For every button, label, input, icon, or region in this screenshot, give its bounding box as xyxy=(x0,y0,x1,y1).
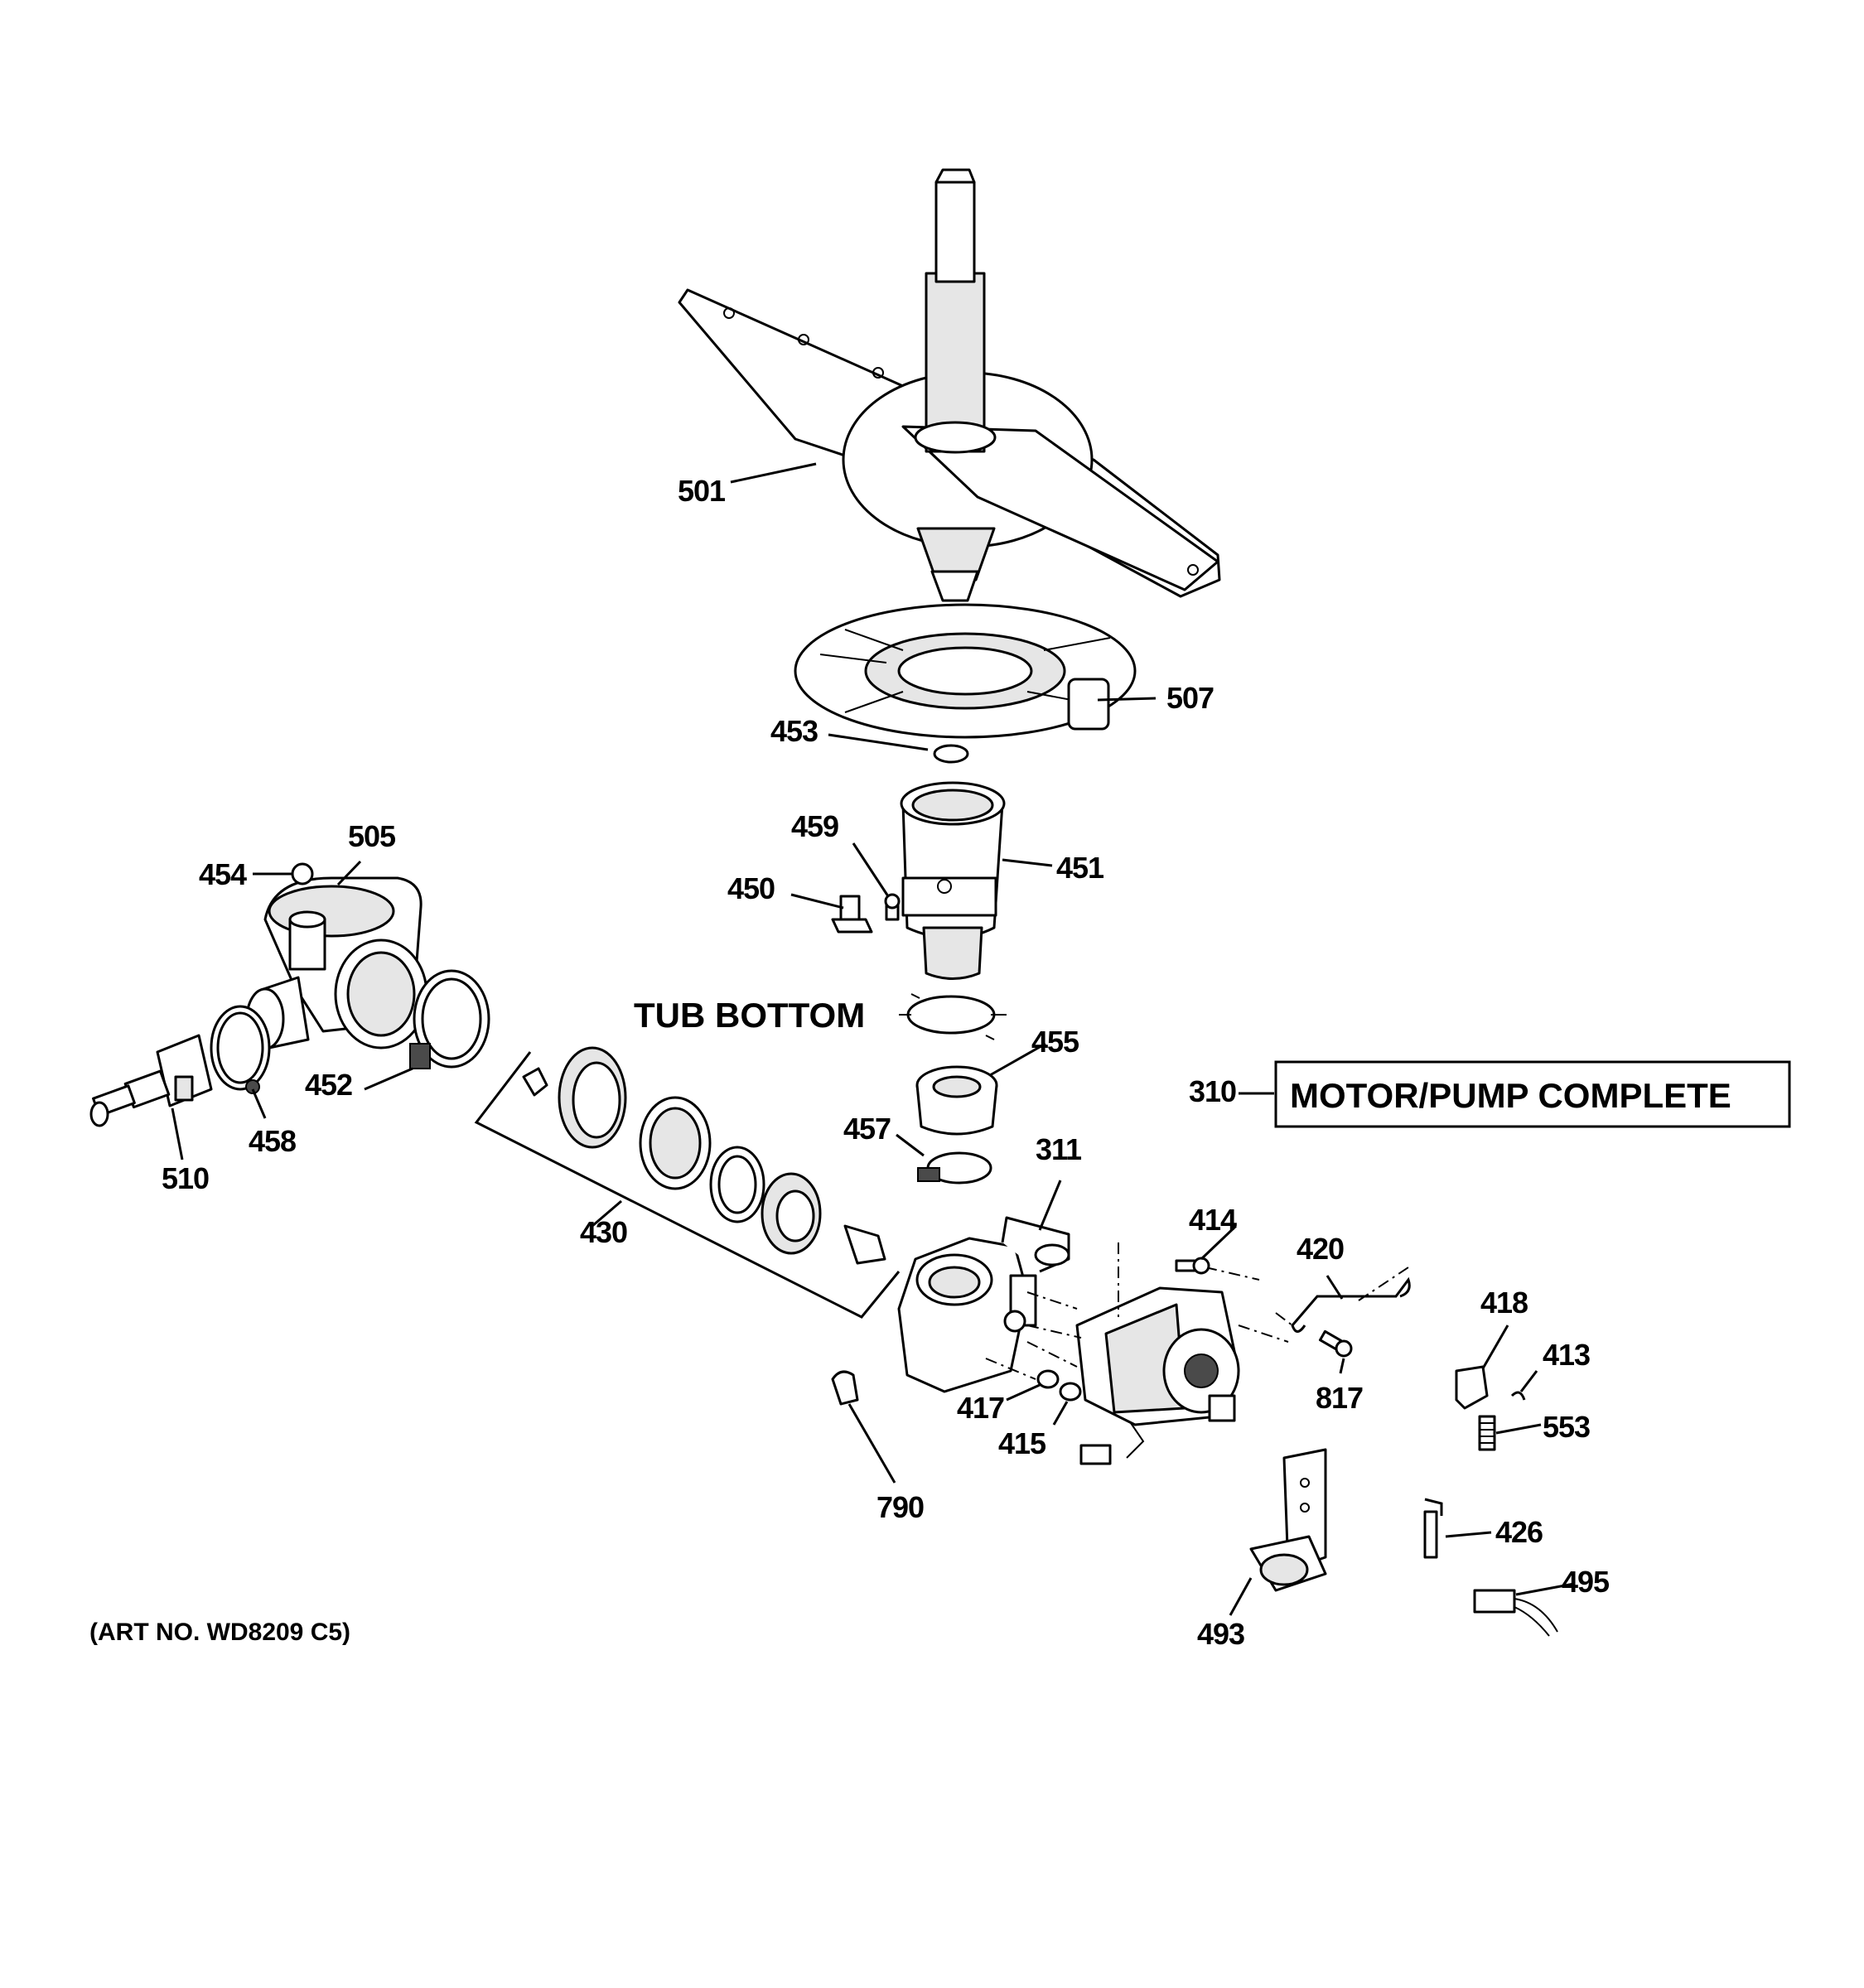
nut-415 xyxy=(1059,1382,1082,1402)
lower-spray-arm-501 xyxy=(678,168,1221,602)
callout-457: 457 xyxy=(843,1112,891,1146)
callout-418: 418 xyxy=(1480,1286,1528,1320)
rod-420 xyxy=(1291,1276,1411,1333)
art-number: (ART NO. WD8209 C5) xyxy=(89,1619,350,1646)
screw-459 xyxy=(884,893,901,921)
callout-426: 426 xyxy=(1495,1515,1543,1549)
callout-507: 507 xyxy=(1166,681,1214,715)
callout-459: 459 xyxy=(791,809,838,843)
callout-817: 817 xyxy=(1316,1381,1363,1415)
callout-458: 458 xyxy=(249,1124,296,1158)
o-ring-453 xyxy=(933,744,969,764)
sensor-450 xyxy=(831,895,873,934)
spring-553 xyxy=(1478,1415,1496,1451)
callout-414: 414 xyxy=(1189,1203,1237,1237)
seal-455 xyxy=(915,1065,998,1136)
callout-501: 501 xyxy=(678,474,726,508)
connector-495 xyxy=(1473,1589,1558,1637)
washer-417 xyxy=(1036,1369,1060,1389)
pump-body-311 xyxy=(897,1216,1070,1393)
clamp-452 xyxy=(409,969,490,1069)
assembly-lines xyxy=(985,1242,1409,1380)
callout-311: 311 xyxy=(1036,1132,1082,1166)
tub-bottom-label: TUB BOTTOM xyxy=(634,996,865,1035)
drain-solenoid-510 xyxy=(89,1034,213,1127)
bracket-418 xyxy=(1455,1365,1489,1410)
callout-labels: 501 507 453 459 451 450 454 505 455 452 … xyxy=(162,474,1610,1651)
callout-451: 451 xyxy=(1056,851,1104,885)
callout-450: 450 xyxy=(727,871,775,905)
ball-454 xyxy=(291,862,314,885)
pump-parts-430 xyxy=(522,1046,886,1265)
callout-505: 505 xyxy=(348,819,396,853)
screw-817 xyxy=(1318,1329,1353,1358)
callout-553: 553 xyxy=(1543,1410,1590,1444)
callout-415: 415 xyxy=(998,1426,1046,1460)
callout-495: 495 xyxy=(1562,1565,1610,1599)
callout-455: 455 xyxy=(1031,1025,1079,1059)
callout-493: 493 xyxy=(1197,1617,1244,1651)
pump-housing-451 xyxy=(900,781,1006,980)
callout-430: 430 xyxy=(580,1215,627,1249)
callout-453: 453 xyxy=(770,714,818,748)
callout-417: 417 xyxy=(957,1391,1004,1425)
callout-452: 452 xyxy=(305,1068,352,1102)
callout-510: 510 xyxy=(162,1161,209,1195)
tub-bottom-gasket xyxy=(899,993,1007,1040)
motor-pump-complete-label: MOTOR/PUMP COMPLETE xyxy=(1290,1076,1731,1115)
bracket-430 xyxy=(474,1051,901,1319)
callout-454: 454 xyxy=(199,857,247,891)
callout-413: 413 xyxy=(1543,1338,1590,1372)
motor xyxy=(1075,1286,1240,1465)
solenoid-493 xyxy=(1249,1448,1327,1592)
drain-chamber-505 xyxy=(245,876,428,1050)
callout-420: 420 xyxy=(1297,1232,1344,1266)
leader-lines xyxy=(171,462,1575,1616)
motor-pump-complete-box: MOTOR/PUMP COMPLETE xyxy=(1274,1060,1791,1128)
clamp-457 xyxy=(917,1151,992,1185)
callout-310: 310 xyxy=(1189,1074,1236,1108)
clip-790 xyxy=(831,1370,859,1406)
clamp-458 xyxy=(210,1005,271,1094)
filter-507 xyxy=(794,603,1137,739)
screw-414 xyxy=(1175,1257,1210,1275)
callout-790: 790 xyxy=(876,1490,924,1524)
plunger-426 xyxy=(1423,1498,1443,1559)
clip-413 xyxy=(1510,1391,1526,1401)
